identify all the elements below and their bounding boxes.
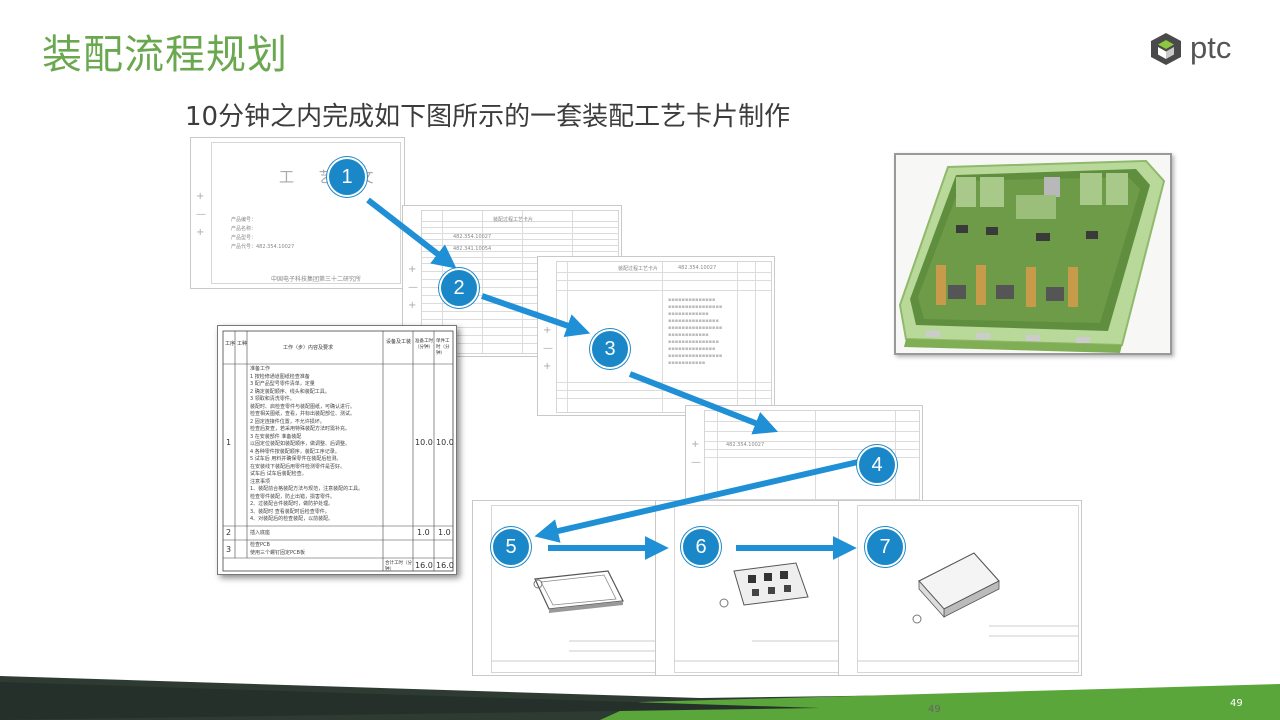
cover-line: 产品型号：	[231, 235, 257, 241]
total-prep-time: 16.0	[415, 561, 433, 570]
card-4-code: 482.354.10027	[726, 442, 765, 448]
total-unit-time: 16.0	[436, 561, 454, 570]
row-3-line: 使用三个螺钉固定PCB板	[250, 550, 305, 556]
ptc-logo: ptc	[1148, 30, 1258, 66]
cover-card-footer: 中国电子科技集团第三十二研究所	[271, 276, 362, 283]
row-1-prep-time: 10.0	[415, 438, 433, 447]
step-marker-2: 2	[439, 268, 479, 308]
step-marker-7: 7	[865, 527, 905, 567]
step-marker-4: 4	[857, 445, 897, 485]
row-1-line: 4 各种零件按装配顺序，装配工序记录。	[250, 448, 340, 455]
card-3-frame	[556, 261, 772, 413]
row-1-line: 4、对装配后的检查装配，以前装配。	[250, 516, 334, 522]
process-table-card: 工序 工种 工作（步）内容及要求 设备及工装 准备工时（分钟） 单件工时（分钟）…	[217, 325, 457, 575]
row-1-line: 1 按检修通道图纸检查准备	[250, 373, 310, 380]
row-1-line: 在安装线下装配后用零件检测零件是否好。	[250, 463, 346, 470]
table-header-type: 工种	[237, 341, 248, 347]
pcb-3d-render	[896, 155, 1170, 353]
card-2-code: 482.341.10054	[453, 246, 492, 252]
row-2-prep-time: 1.0	[417, 528, 430, 537]
slide-title: 装配流程规划	[42, 32, 288, 78]
row-1-line: 2、过装配合件装配时，做防护处理。	[250, 501, 334, 507]
process-card-3: 482.354.10027 装配过程工艺卡片 ▪▪▪▪▪▪▪▪▪▪▪▪▪▪▪▪▪…	[537, 256, 775, 416]
row-1-line: 3 在安装部件 准备装配	[250, 433, 302, 440]
card-2-plus-marks: +—+	[408, 264, 418, 311]
cover-line: 产品编号：	[231, 217, 257, 223]
row-1-line: 3 领取和清洗零件。	[250, 396, 295, 402]
row-1-line: 3 配产品型号零件清单，定量	[250, 381, 315, 387]
card-3-label: 装配过程工艺卡片	[618, 266, 659, 272]
page-number-right: 49	[1230, 698, 1243, 709]
row-1-line: 2 确定装配顺序、线头和装配工具。	[250, 388, 330, 395]
step-marker-1: 1	[327, 157, 367, 197]
ptc-logo-text: ptc	[1190, 30, 1232, 65]
row-1-line: 以固定位装配如装配顺序，做调整、后调整。	[250, 441, 351, 447]
card-4-plus-marks: +—	[691, 439, 701, 468]
footer-band	[0, 676, 1280, 720]
ptc-hexagon-icon	[1151, 33, 1181, 65]
table-header-equipment: 设备及工装	[386, 339, 412, 345]
table-header-unit-time: 单件工时（分钟）	[436, 339, 450, 356]
row-1-line: 检查零件装配，防止出错，损害零件。	[250, 493, 336, 500]
step-marker-3: 3	[590, 329, 630, 369]
row-1-line: 准备工作	[250, 366, 271, 372]
row-2-content: 插入底座	[250, 530, 271, 536]
card-2-label: 装配过程工艺卡片	[493, 217, 534, 223]
step-marker-6: 6	[681, 527, 721, 567]
row-2-unit-time: 1.0	[438, 528, 451, 537]
card-3-code: 482.354.10027	[678, 265, 717, 271]
card-2-code: 482.354.10027	[453, 234, 492, 240]
pcb-assembly-photo	[894, 153, 1172, 355]
card-3-body: ▪▪▪▪▪▪▪▪▪▪▪▪▪▪▪▪▪▪▪▪▪▪▪▪▪▪▪▪▪▪▪▪▪▪▪▪▪▪▪▪…	[668, 297, 723, 366]
cover-line: 产品代号：482.354.10027	[231, 244, 295, 250]
row-3-seq: 3	[226, 545, 232, 554]
drawing-card-7	[838, 500, 1082, 676]
row-1-line: 检查相关图纸，查看，并标出装配部位、测试。	[250, 411, 356, 417]
card-3-plus-marks: +—+	[543, 325, 553, 372]
row-2-seq: 2	[226, 528, 232, 537]
step-marker-5: 5	[491, 527, 531, 567]
slide-subtitle: 10分钟之内完成如下图所示的一套装配工艺卡片制作	[185, 102, 791, 132]
row-1-line: 5 试车后 用料并确保零件在装配后检测。	[250, 456, 342, 462]
row-3-line: 检查PCB	[250, 542, 270, 548]
row-1-line: 试车后 试车后装配检查。	[250, 471, 307, 477]
row-1-unit-time: 10.0	[436, 438, 454, 447]
row-1-seq: 1	[226, 438, 232, 447]
row-1-line: 3、装配时 查看装配时后检查零件。	[250, 508, 330, 515]
cover-card-frame	[211, 142, 401, 284]
table-header-content: 工作（步）内容及要求	[283, 345, 334, 351]
row-1-line: 装配时、启检查零件与装配图纸，可确认进行。	[250, 403, 356, 410]
drawing-card-6	[655, 500, 843, 676]
table-header-seq: 工序	[225, 341, 236, 347]
total-time-label: 合计工时（分钟）	[385, 561, 412, 572]
final-assembly-drawing	[857, 552, 1079, 662]
row-1-line: 注意事项	[250, 478, 271, 485]
drawing-card-5	[472, 500, 660, 676]
table-header-prep-time: 准备工时（分钟）	[415, 339, 433, 350]
row-1-line: 2 固定连接件位置，不允许损坏。	[250, 418, 325, 425]
enclosure-drawing	[491, 570, 657, 662]
card-7-frame	[857, 505, 1079, 673]
cover-line: 产品名称：	[231, 226, 257, 232]
row-1-line: 检查后复查，若采用特殊装配方法时需补充。	[250, 426, 351, 432]
page-number-center: 49	[928, 704, 941, 715]
cover-plus-marks: +—+	[196, 191, 206, 238]
process-table-grid	[222, 330, 454, 572]
row-1-line: 1、装配前合格装配方法与规范，注意装配的工具。	[250, 486, 364, 492]
cover-card: 工 艺 文 产品编号： 产品名称： 产品型号： 产品代号：482.354.100…	[190, 137, 405, 289]
pcb-assembly-drawing	[674, 562, 840, 662]
